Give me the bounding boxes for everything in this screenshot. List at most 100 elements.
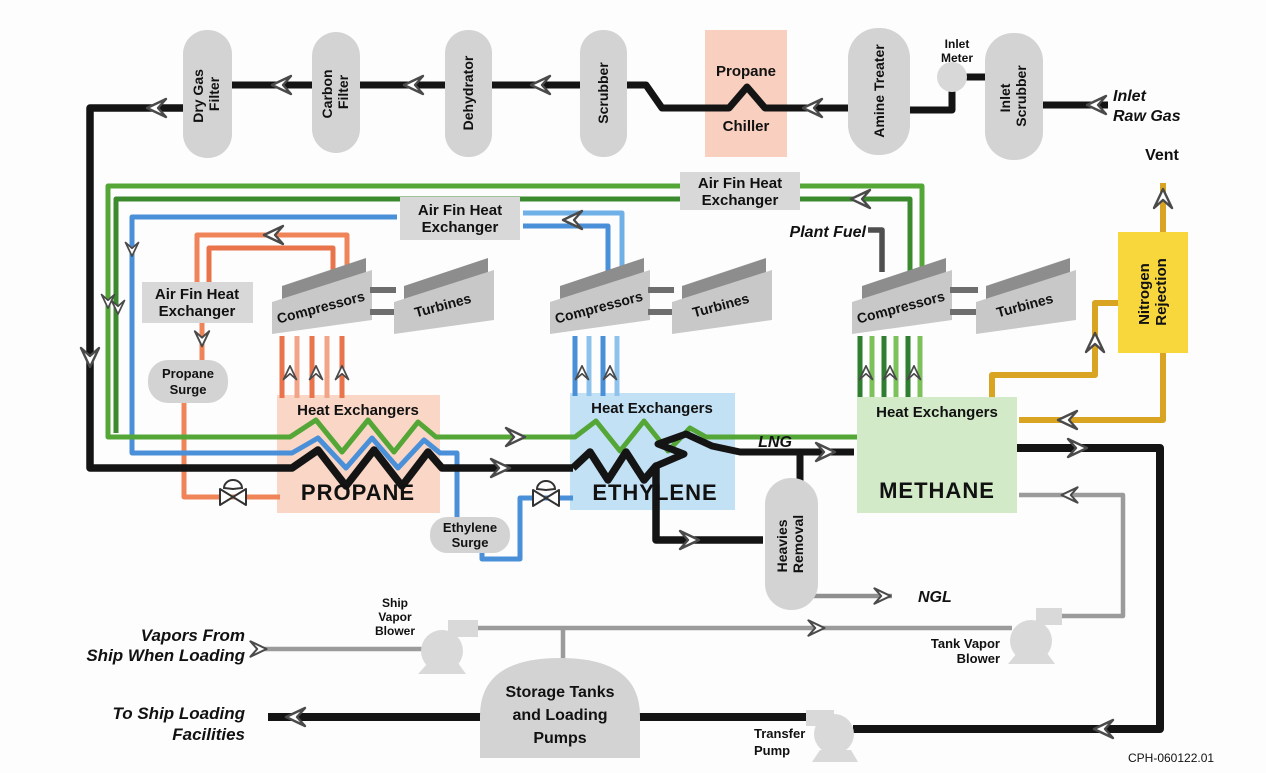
- nitrogen-rejection-label: Nitrogen Rejection: [1136, 258, 1170, 326]
- blower-base: [1008, 653, 1055, 664]
- shaft: [950, 287, 978, 293]
- pump-icon: [814, 714, 854, 754]
- ship-vapor-blower-label: Blower: [375, 624, 415, 638]
- to-ship-loading-label: Facilities: [172, 725, 245, 744]
- air-fin-hx-label: Air Fin Heat: [418, 202, 502, 219]
- blower-base: [418, 663, 466, 674]
- vessel-body: [445, 30, 492, 157]
- vessel-body: [580, 30, 627, 157]
- vessel-carbon-filter: Carbon Filter: [312, 32, 360, 153]
- pipe-methane-suction: [857, 336, 923, 400]
- nitrogen-rejection-box: [1118, 232, 1188, 353]
- vessel-body: [148, 360, 228, 403]
- vessel-label: Heavies Removal: [774, 515, 806, 573]
- vessel-label: Amine Treater: [871, 44, 887, 138]
- vessel-ethylene-surge: Ethylene Surge: [430, 517, 510, 553]
- air-fin-hx-methane: Air Fin Heat Exchanger: [680, 172, 800, 210]
- vessel-label: Dry Gas Filter: [190, 65, 222, 123]
- air-fin-hx-box: [680, 172, 800, 210]
- tank-vapor-blower-label: Blower: [957, 651, 1000, 666]
- storage-tanks: Storage Tanks and Loading Pumps: [480, 658, 640, 758]
- vessel-body: [985, 33, 1043, 160]
- ngl-label: NGL: [918, 589, 952, 606]
- vessel-heavies-removal: Heavies Removal: [765, 478, 818, 610]
- tank-vapor-blower: [1008, 608, 1062, 664]
- transfer-pump: [806, 710, 858, 762]
- vessel-body: [430, 517, 510, 553]
- vessel-dehydrator: Dehydrator: [445, 30, 492, 157]
- air-fin-hx-label: Exchanger: [159, 303, 236, 320]
- vessel-label: Scrubber: [595, 62, 611, 124]
- vessel-body: [848, 28, 910, 155]
- blower-discharge: [1036, 608, 1062, 625]
- to-ship-loading-label: To Ship Loading: [112, 704, 245, 723]
- air-fin-hx-box: [142, 282, 253, 323]
- vent-label: Vent: [1145, 147, 1179, 164]
- plant-fuel-label: Plant Fuel: [790, 224, 867, 241]
- nitrogen-rejection-unit: Nitrogen Rejection: [1118, 232, 1188, 353]
- air-fin-hx-label: Exchanger: [422, 219, 499, 236]
- vapors-from-ship-label: Vapors From: [141, 626, 245, 645]
- shaft: [648, 309, 674, 315]
- vessel-inlet-scrubber: Inlet Scrubber: [985, 33, 1043, 160]
- vessel-body: [312, 32, 360, 153]
- methane-hx-name: METHANE: [879, 478, 995, 503]
- blower-icon: [421, 630, 463, 672]
- vessel-amine-treater: Amine Treater: [848, 28, 910, 155]
- vessel-propane-surge: Propane Surge: [148, 360, 228, 403]
- air-fin-hx-label: Exchanger: [702, 192, 779, 209]
- ship-vapor-blower-label: Ship: [382, 596, 408, 610]
- inlet-meter-icon: [937, 62, 967, 92]
- inlet-meter-label: Meter: [941, 51, 973, 65]
- vessel-label: Surge: [170, 382, 207, 397]
- equipment-captions: Ship Vapor Blower Tank Vapor Blower Tran…: [375, 596, 1000, 758]
- storage-tanks-label: Storage Tanks: [505, 684, 614, 701]
- methane-exchanger-box: [857, 397, 1017, 513]
- vessel-label: Ethylene: [443, 520, 497, 535]
- vessel-scrubber: Scrubber: [580, 30, 627, 157]
- ethylene-hx-name: ETHYLENE: [592, 480, 717, 505]
- pipe-ethylene-suction: [572, 336, 620, 396]
- ship-vapor-blower: [418, 620, 478, 674]
- vessel-label: Dehydrator: [460, 55, 476, 130]
- vessel-body: [765, 478, 818, 610]
- air-fin-hx-box: [400, 197, 520, 240]
- methane-hx-title: Heat Exchangers: [876, 404, 998, 421]
- transfer-pump-label: Pump: [754, 743, 790, 758]
- inlet-meter: Inlet Meter: [937, 37, 973, 92]
- methane-exchanger: Heat Exchangers METHANE: [857, 397, 1017, 513]
- storage-tanks-label: and Loading: [512, 707, 607, 724]
- air-fin-hx-propane: Air Fin Heat Exchanger: [142, 282, 253, 323]
- vessel-label: Carbon Filter: [319, 66, 351, 119]
- propane-hx-title: Heat Exchangers: [297, 402, 419, 419]
- shaft: [370, 287, 396, 293]
- methane-compressor-set: Compressors Turbines: [852, 258, 1076, 334]
- shaft: [370, 309, 396, 315]
- storage-tanks-label: Pumps: [533, 730, 586, 747]
- propane-hx-name: PROPANE: [301, 480, 415, 505]
- vessel-label: Inlet Scrubber: [997, 65, 1029, 127]
- propane-chiller-label: Chiller: [723, 118, 770, 135]
- blower-icon: [1010, 620, 1052, 662]
- blower-discharge: [448, 620, 478, 637]
- inlet-raw-gas-label: Raw Gas: [1113, 108, 1181, 125]
- propane-chiller-label: Propane: [716, 63, 776, 80]
- vessel-label: Surge: [452, 535, 489, 550]
- pump-base: [812, 750, 858, 762]
- vessel-body: [183, 30, 232, 158]
- storage-tanks-dome: [480, 658, 640, 758]
- propane-compressor-set: Compressors Turbines: [272, 258, 494, 334]
- ethylene-compressor-set: Compressors Turbines: [550, 258, 772, 334]
- transfer-pump-label: Transfer: [754, 726, 805, 741]
- ship-vapor-blower-label: Vapor: [378, 610, 412, 624]
- doc-number: CPH-060122.01: [1128, 751, 1214, 765]
- tank-vapor-blower-label: Tank Vapor: [931, 636, 1000, 651]
- vapors-from-ship-label: Ship When Loading: [86, 646, 245, 665]
- air-fin-hx-label: Air Fin Heat: [698, 175, 782, 192]
- air-fin-hx-ethylene: Air Fin Heat Exchanger: [400, 197, 520, 240]
- vessel-label: Propane: [162, 366, 214, 381]
- lng-label: LNG: [758, 434, 792, 451]
- ethylene-hx-title: Heat Exchangers: [591, 400, 713, 417]
- air-fin-hx-label: Air Fin Heat: [155, 286, 239, 303]
